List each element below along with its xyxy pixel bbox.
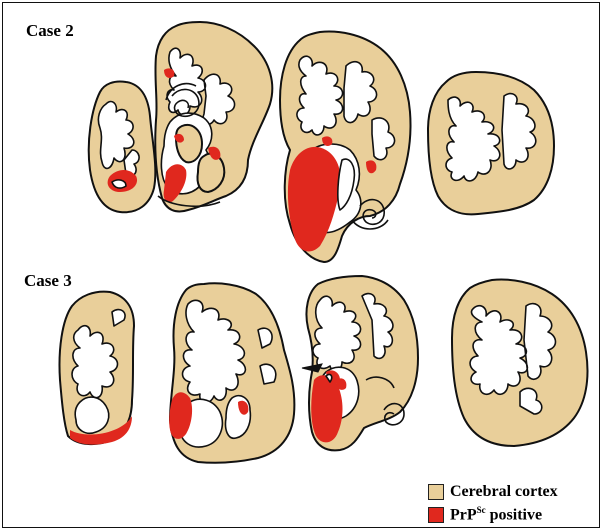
legend-prp-sup: Sc (477, 505, 486, 515)
legend-item-cortex: Cerebral cortex (428, 480, 558, 503)
case2-section-4 (428, 72, 554, 214)
legend-label-prp: PrPSc positive (450, 505, 542, 524)
case3-section-1 (60, 292, 135, 445)
legend-prp-suffix: positive (486, 506, 542, 523)
case2-section-2 (155, 22, 272, 212)
legend-item-prp: PrPSc positive (428, 503, 558, 526)
case3-section-2 (169, 283, 294, 462)
case2-section-3 (280, 32, 411, 262)
case2-section-1 (89, 81, 156, 212)
cortex-swatch (428, 484, 444, 500)
prp-swatch (428, 507, 444, 523)
case3-section-3 (302, 276, 418, 450)
legend-label-cortex: Cerebral cortex (450, 483, 558, 501)
case3-section-4 (452, 280, 588, 446)
legend: Cerebral cortex PrPSc positive (428, 480, 558, 526)
legend-prp-base: PrP (450, 506, 477, 523)
